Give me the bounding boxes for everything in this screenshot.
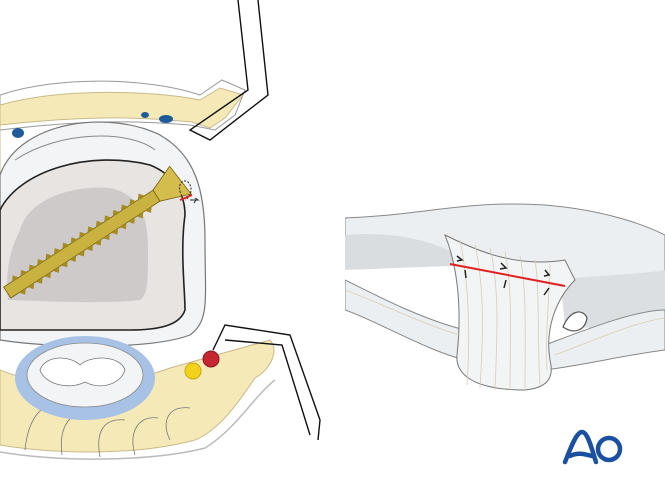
vessel-icon — [159, 115, 173, 123]
vessel-icon — [12, 128, 24, 138]
nerve-icon — [184, 362, 202, 380]
retractor-top[interactable] — [188, 0, 269, 141]
cross-section-illustration — [0, 0, 321, 460]
retractor-bottom[interactable] — [212, 324, 321, 441]
soft-tissue-top — [0, 87, 244, 230]
suture-icon — [179, 180, 200, 204]
canal-contents — [39, 357, 126, 387]
ligament-illustration — [345, 203, 665, 391]
ligament-fibers — [345, 239, 665, 391]
bone-inner-rim — [14, 135, 156, 161]
vessel-icon — [141, 112, 149, 118]
artery-icon — [202, 350, 220, 368]
bone-shadow — [345, 234, 475, 270]
incision-line — [449, 263, 566, 287]
suture-marks — [456, 255, 551, 296]
skin-bottom-outline — [0, 379, 276, 460]
foramen — [562, 311, 588, 332]
screw-icon — [3, 165, 192, 299]
ao-logo — [562, 429, 623, 465]
